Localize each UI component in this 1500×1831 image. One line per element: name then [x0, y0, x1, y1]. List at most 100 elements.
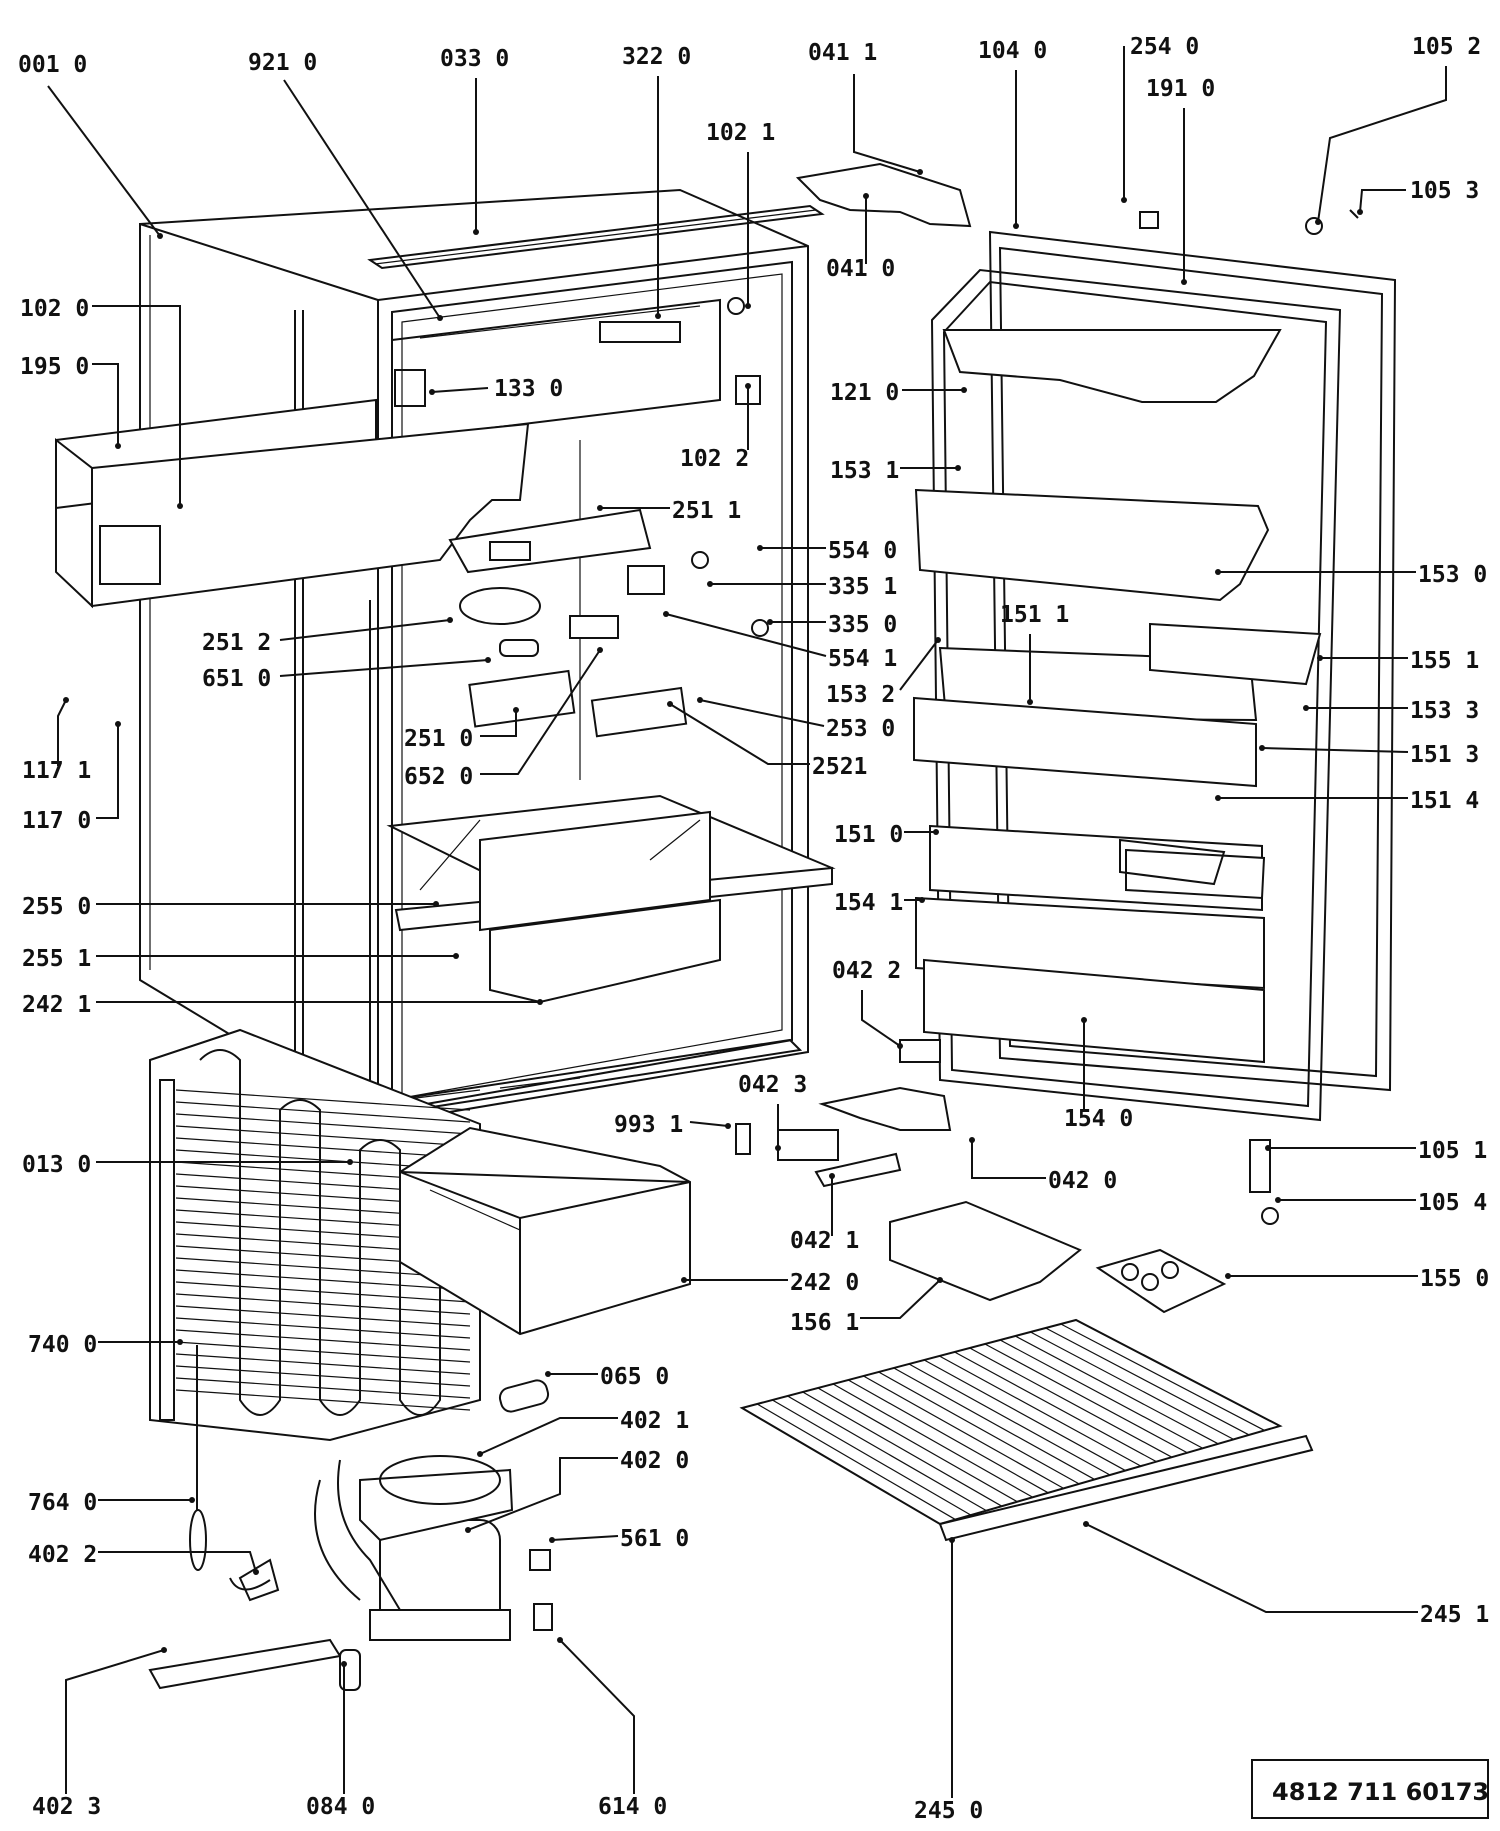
- leader-dot-l2530: [697, 697, 703, 703]
- leader-line-l4021: [479, 1417, 618, 1455]
- part-label-l2510: 251 0: [404, 726, 473, 752]
- compressor: [148, 1345, 553, 1691]
- part-label-l1561: 156 1: [790, 1310, 859, 1336]
- part-label-l2451: 245 1: [1420, 1602, 1489, 1628]
- thermostat-parts: [394, 297, 769, 738]
- leader-dot-l0423: [775, 1145, 781, 1151]
- part-label-l2530: 253 0: [826, 716, 895, 742]
- crisper-drawer: [399, 1126, 691, 1336]
- part-label-l0421: 042 1: [790, 1228, 859, 1254]
- leader-dot-l4022: [253, 1569, 259, 1575]
- leader-dot-l191: [1181, 279, 1187, 285]
- leader-dot-l1171: [63, 697, 69, 703]
- part-label-l1021: 102 1: [706, 120, 775, 146]
- leader-dot-l1514: [1215, 795, 1221, 801]
- leader-dot-l1022: [745, 383, 751, 389]
- part-label-l2551: 255 1: [22, 946, 91, 972]
- leader-line-l9931: [689, 1121, 729, 1127]
- leader-dot-l651: [485, 657, 491, 663]
- part-label-l1052: 105 2: [1412, 34, 1481, 60]
- condenser-fin: [175, 1113, 471, 1135]
- leader-dot-l254: [1121, 197, 1127, 203]
- leader-dot-l013: [347, 1159, 353, 1165]
- leader-dot-l0422: [897, 1043, 903, 1049]
- leader-dot-l2551: [453, 953, 459, 959]
- leader-dot-l1053: [1357, 209, 1363, 215]
- leader-dot-l1052: [1315, 219, 1321, 225]
- part-label-l2512: 251 2: [202, 630, 271, 656]
- reference-number: 4812 711 60173: [1272, 1778, 1489, 1806]
- condenser-fin: [175, 1377, 471, 1399]
- part-label-l614: 614 0: [598, 1794, 667, 1820]
- leader-dot-l195: [115, 443, 121, 449]
- leader-dot-l1051: [1265, 1145, 1271, 1151]
- leader-dot-l0411: [917, 169, 923, 175]
- leader-dot-l4021: [477, 1451, 483, 1457]
- part-label-l2550: 255 0: [22, 894, 91, 920]
- leader-dot-l2521: [667, 701, 673, 707]
- part-label-l033: 033 0: [440, 46, 509, 72]
- leader-dot-l1021: [745, 303, 751, 309]
- leader-dot-l001: [157, 233, 163, 239]
- shelf-wire: [756, 1403, 956, 1521]
- part-label-l3350: 335 0: [828, 612, 897, 638]
- part-label-l1053: 105 3: [1410, 178, 1479, 204]
- part-label-l065: 065 0: [600, 1364, 669, 1390]
- part-label-l322: 322 0: [622, 44, 691, 70]
- leader-dot-l133: [429, 389, 435, 395]
- shelf-wire: [999, 1339, 1204, 1449]
- shelf-wire: [863, 1375, 1064, 1489]
- condenser-fin: [175, 1125, 471, 1147]
- leader-dot-l561: [549, 1537, 555, 1543]
- reference-number-box: 4812 711 60173: [1251, 1759, 1489, 1819]
- part-label-l0411: 041 1: [808, 40, 877, 66]
- part-label-l121: 121 0: [830, 380, 899, 406]
- leader-line-l1171: [57, 699, 67, 766]
- leader-line-l1561: [860, 1279, 941, 1319]
- leader-line-l133: [431, 387, 489, 393]
- part-label-l001: 001 0: [18, 52, 87, 78]
- part-label-l1531: 153 1: [830, 458, 899, 484]
- leader-dot-l2450: [949, 1537, 955, 1543]
- shelf-wire: [954, 1351, 1157, 1463]
- leader-line-l1020: [92, 305, 181, 506]
- part-label-l2450: 245 0: [914, 1798, 983, 1824]
- leader-line-l652: [480, 649, 601, 775]
- leader-dot-l0421: [829, 1173, 835, 1179]
- leader-dot-l2550: [433, 901, 439, 907]
- leader-line-l2530: [699, 699, 825, 727]
- leader-dot-l4023: [161, 1647, 167, 1653]
- part-label-l133: 133 0: [494, 376, 563, 402]
- part-label-l3351: 335 1: [828, 574, 897, 600]
- part-label-l191: 191 0: [1146, 76, 1215, 102]
- main-door: [913, 230, 1397, 1122]
- part-label-l651: 651 0: [202, 666, 271, 692]
- leader-dot-l2421: [537, 999, 543, 1005]
- part-label-l1054: 105 4: [1418, 1190, 1487, 1216]
- leader-dot-l104: [1013, 223, 1019, 229]
- part-label-l1170: 117 0: [22, 808, 91, 834]
- shelf-wire: [1030, 1331, 1234, 1440]
- part-label-l104: 104 0: [978, 38, 1047, 64]
- shelf-wire: [969, 1347, 1173, 1458]
- leader-line-l561: [551, 1535, 619, 1541]
- leader-line-l1513: [1261, 747, 1409, 753]
- part-label-l1533: 153 3: [1410, 698, 1479, 724]
- leader-line-l1053: [1359, 189, 1406, 213]
- leader-line-l2521: [669, 703, 810, 765]
- part-label-l9931: 993 1: [614, 1112, 683, 1138]
- part-label-l5540: 554 0: [828, 538, 897, 564]
- leader-dot-l9931: [725, 1123, 731, 1129]
- part-label-l1171: 117 1: [22, 758, 91, 784]
- leader-dot-l2510: [513, 707, 519, 713]
- freezer-door: [55, 398, 530, 609]
- part-label-l1550: 155 0: [1420, 1266, 1489, 1292]
- part-label-l195: 195 0: [20, 354, 89, 380]
- condenser-fin: [175, 1365, 471, 1387]
- leader-dot-l1511: [1027, 699, 1033, 705]
- part-label-l2421: 242 1: [22, 992, 91, 1018]
- part-label-l2420: 242 0: [790, 1270, 859, 1296]
